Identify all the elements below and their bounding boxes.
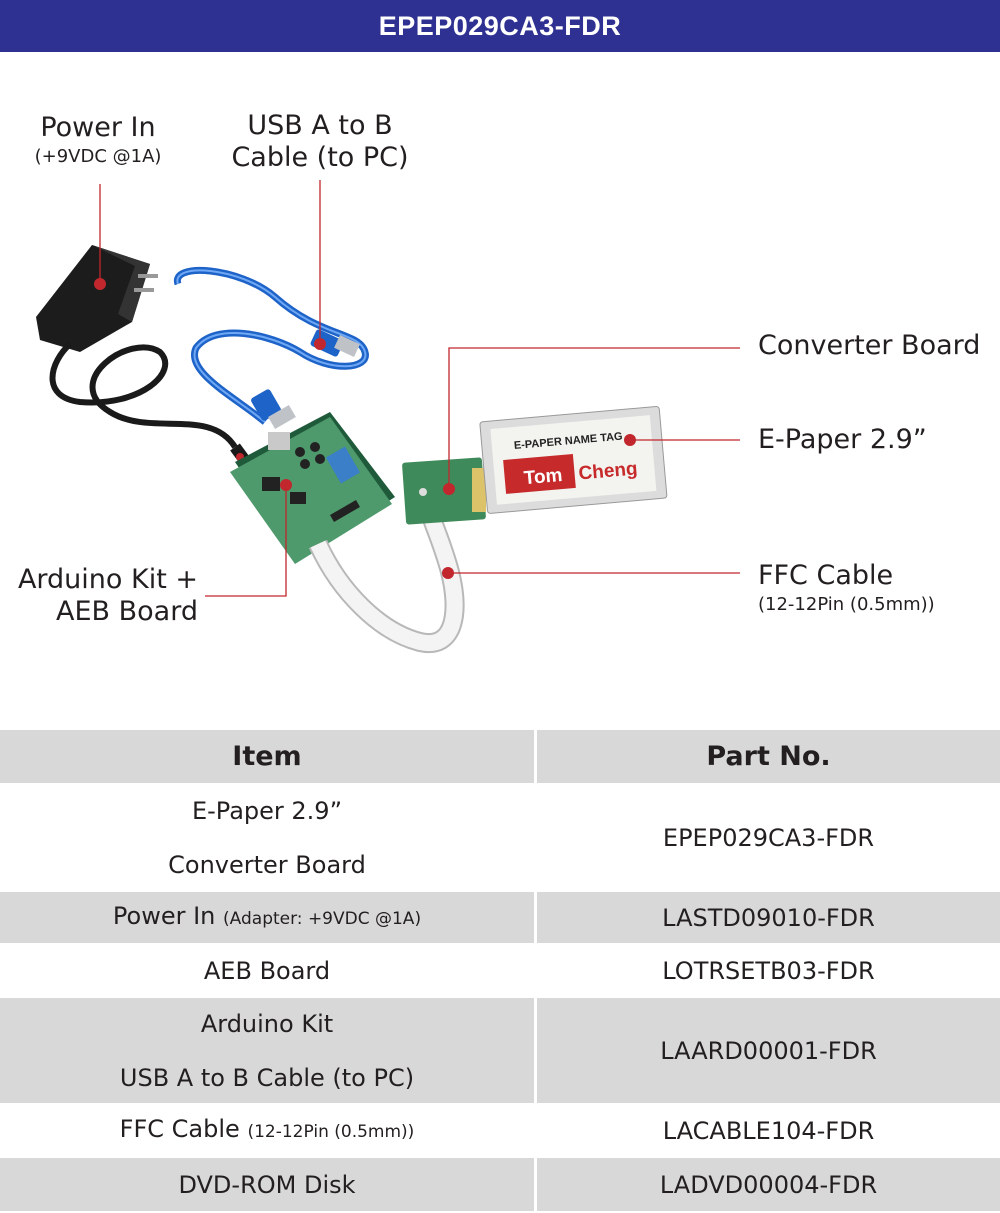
table-row: FFC Cable (12-12Pin (0.5mm)) LACABLE104-…	[0, 1105, 1000, 1158]
epaper-dot	[624, 434, 636, 446]
part-number-cell: LACABLE104-FDR	[662, 1116, 875, 1145]
power-in-spec: (+9VDC @1A)	[34, 146, 162, 167]
ffc-cable-illustration	[308, 509, 465, 654]
usb-label-line1: USB A to B	[247, 110, 393, 141]
ffc-spec: (12-12Pin (0.5mm))	[758, 594, 935, 615]
item-cell: FFC Cable (12-12Pin (0.5mm))	[0, 1105, 537, 1156]
part-number-cell: EPEP029CA3-FDR	[662, 823, 875, 852]
ffc-dot	[442, 567, 454, 579]
item-name: Arduino Kit	[200, 1009, 334, 1038]
ffc-label: FFC Cable	[758, 560, 894, 591]
usb-cable-illustration	[174, 266, 369, 430]
item-cell: E-Paper 2.9” Converter Board	[0, 785, 537, 890]
column-header-part-no: Part No.	[706, 741, 831, 772]
item-name: E-Paper 2.9”	[191, 796, 343, 825]
power-in-dot	[94, 278, 106, 290]
item-name: Converter Board	[168, 850, 366, 879]
item-cell: Power In (Adapter: +9VDC @1A)	[0, 892, 537, 943]
item-cell: Arduino Kit USB A to B Cable (to PC)	[0, 998, 537, 1103]
item-name: FFC Cable	[119, 1115, 240, 1143]
callout-dots	[94, 278, 636, 579]
part-number-cell: LADVD00004-FDR	[659, 1170, 878, 1199]
item-name: Power In	[112, 902, 216, 930]
table-row: AEB Board LOTRSETB03-FDR	[0, 945, 1000, 998]
table-row: Arduino Kit USB A to B Cable (to PC) LAA…	[0, 998, 1000, 1105]
power-adapter-illustration	[36, 245, 251, 466]
arduino-leader-line	[205, 485, 287, 597]
usb-callout: USB A to B Cable (to PC)	[210, 110, 430, 174]
callout-lines	[99, 180, 740, 597]
item-spec: (Adapter: +9VDC @1A)	[223, 909, 422, 929]
part-number-cell: LASTD09010-FDR	[662, 903, 875, 932]
epaper-name-first: Tom	[523, 465, 563, 489]
arduino-board-illustration	[230, 412, 395, 564]
item-name: USB A to B Cable (to PC)	[119, 1063, 415, 1092]
item-cell: DVD-ROM Disk	[0, 1158, 537, 1211]
product-illustration: E-PAPER NAME TAG Tom Cheng	[36, 180, 740, 654]
parts-table: Item Part No. E-Paper 2.9” Converter Boa…	[0, 730, 1000, 1211]
converter-callout: Converter Board	[758, 330, 980, 362]
epaper-label: E-Paper 2.9”	[758, 424, 927, 455]
converter-dot	[443, 483, 455, 495]
power-in-callout: Power In (+9VDC @1A)	[18, 112, 178, 170]
table-row: Power In (Adapter: +9VDC @1A) LASTD09010…	[0, 892, 1000, 945]
power-in-label: Power In	[40, 112, 156, 143]
part-number-cell: LAARD00001-FDR	[660, 1036, 877, 1065]
arduino-label-line1: Arduino Kit +	[17, 564, 198, 595]
arduino-label-line2: AEB Board	[56, 596, 198, 627]
epaper-callout: E-Paper 2.9”	[758, 424, 927, 456]
converter-leader-line	[448, 347, 740, 489]
usb-label-line2: Cable (to PC)	[231, 142, 409, 173]
item-spec: (12-12Pin (0.5mm))	[247, 1122, 415, 1142]
kit-diagram: E-PAPER NAME TAG Tom Cheng Power In (+9V…	[0, 52, 1000, 730]
epaper-display-illustration	[479, 406, 668, 514]
epaper-name-last: Cheng	[578, 458, 639, 484]
usb-dot	[314, 338, 326, 350]
item-cell: AEB Board	[0, 945, 537, 996]
table-row: E-Paper 2.9” Converter Board EPEP029CA3-…	[0, 785, 1000, 892]
arduino-callout: Arduino Kit + AEB Board	[10, 564, 198, 628]
arduino-dot	[280, 479, 292, 491]
table-header-row: Item Part No.	[0, 730, 1000, 785]
ffc-callout: FFC Cable (12-12Pin (0.5mm))	[758, 560, 935, 618]
part-number-cell: LOTRSETB03-FDR	[662, 956, 875, 985]
column-header-item: Item	[0, 730, 537, 783]
table-row: DVD-ROM Disk LADVD00004-FDR	[0, 1158, 1000, 1211]
converter-label: Converter Board	[758, 330, 981, 361]
page-title: EPEP029CA3-FDR	[0, 0, 1000, 52]
